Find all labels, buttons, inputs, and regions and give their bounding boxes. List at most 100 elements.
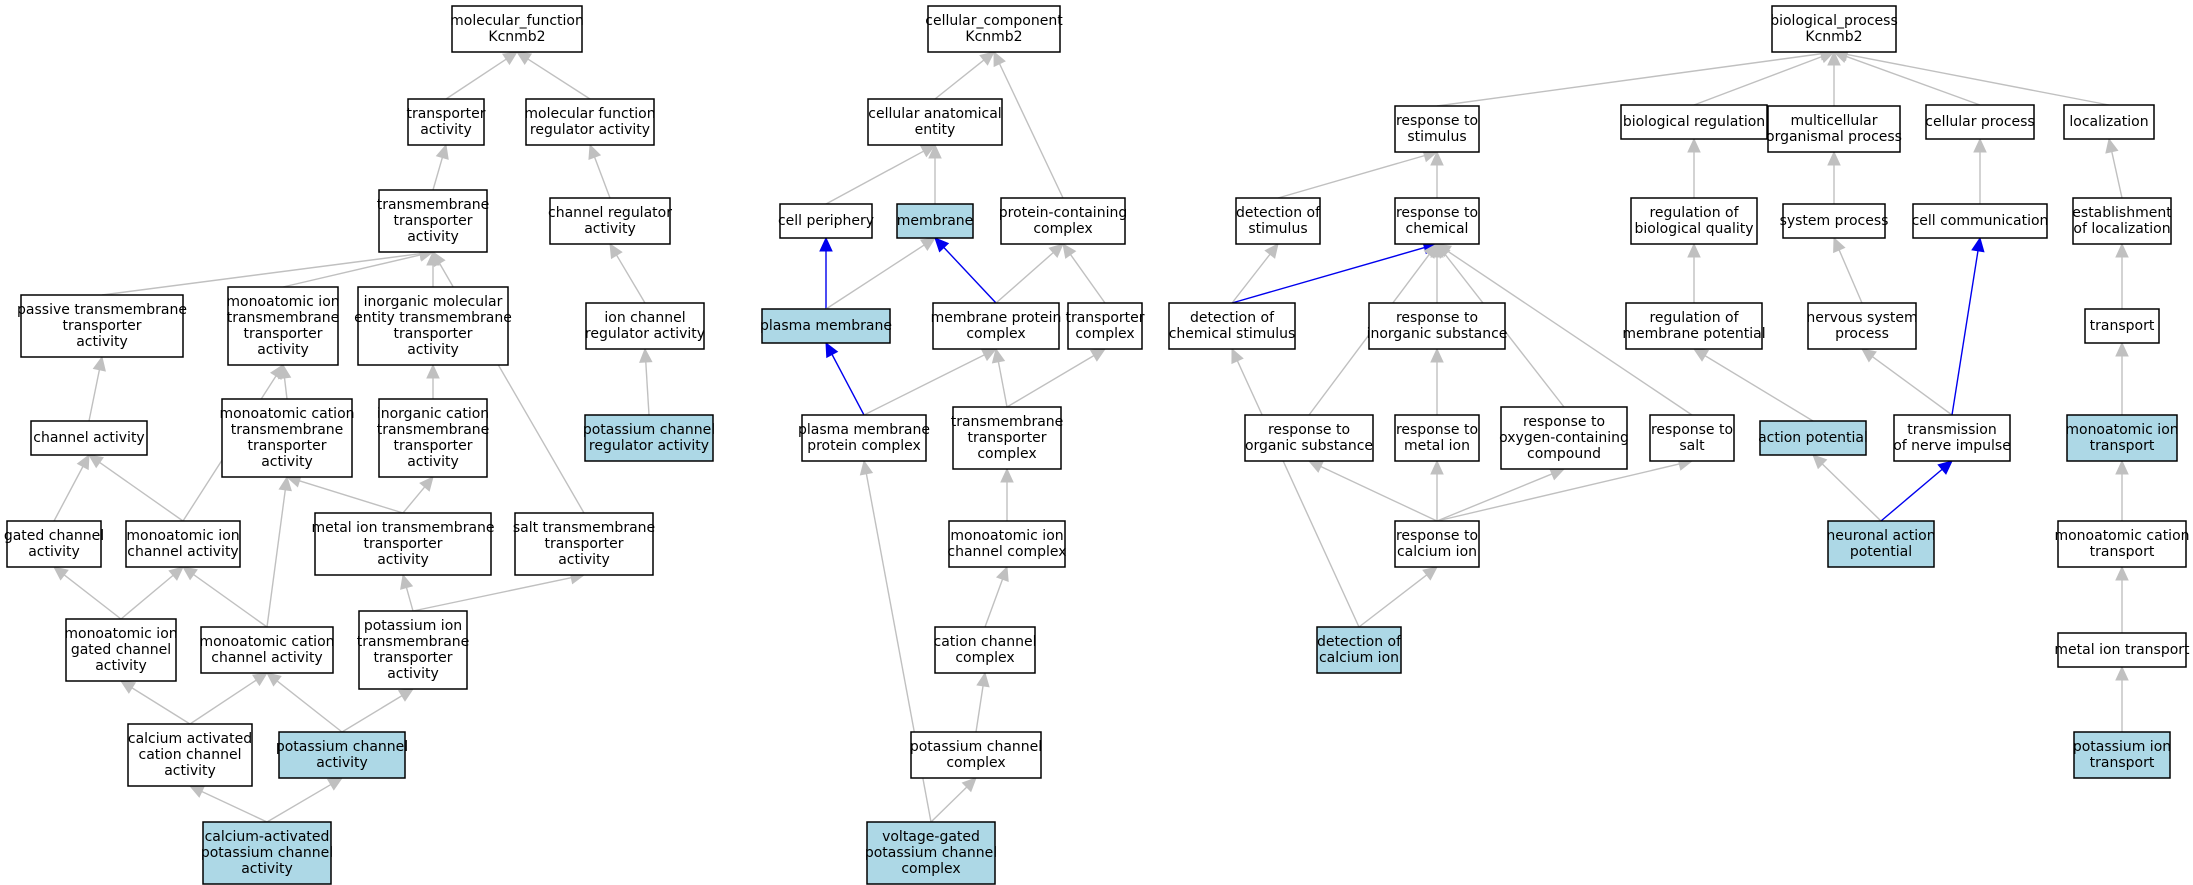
term-node-cellular-process[interactable]: cellular process bbox=[1925, 104, 2035, 140]
term-node-metal-ion-transport[interactable]: metal ion transport bbox=[2054, 632, 2190, 668]
term-node-cell-communication[interactable]: cell communication bbox=[1912, 203, 2049, 239]
term-node-monoatomic-ion-tm-transporter-activity[interactable]: monoatomic iontransmembranetransporterac… bbox=[226, 286, 340, 366]
term-label-line: complex bbox=[1033, 221, 1092, 237]
term-node-potassium-ion-tm-transporter-activity[interactable]: potassium iontransmembranetransporteract… bbox=[357, 610, 470, 690]
term-box bbox=[2072, 197, 2172, 245]
term-box bbox=[867, 98, 1003, 146]
term-node-transport[interactable]: transport bbox=[2084, 308, 2160, 344]
edge bbox=[1231, 241, 1439, 304]
term-node-metal-ion-tm-transporter-activity[interactable]: metal ion transmembranetransporteractivi… bbox=[311, 512, 495, 576]
term-box bbox=[1620, 104, 1768, 140]
term-label-line: complex bbox=[1075, 326, 1134, 342]
term-node-membrane[interactable]: membrane bbox=[896, 203, 974, 239]
term-node-biological-regulation[interactable]: biological regulation bbox=[1620, 104, 1768, 140]
edge bbox=[432, 143, 449, 191]
term-label-line: monoatomic ion bbox=[126, 528, 239, 544]
edge bbox=[1231, 243, 1279, 304]
arrowhead-icon bbox=[859, 459, 874, 476]
term-node-localization[interactable]: localization bbox=[2063, 104, 2155, 140]
term-box bbox=[896, 203, 974, 239]
term-node-system-process[interactable]: system process bbox=[1780, 203, 1889, 239]
arrowhead-icon bbox=[1937, 460, 1953, 475]
edge-line bbox=[943, 246, 997, 304]
term-node-cell-periphery[interactable]: cell periphery bbox=[778, 203, 874, 239]
arrowhead-icon bbox=[515, 51, 533, 66]
term-label-line: cation channel bbox=[934, 634, 1037, 650]
edge bbox=[88, 454, 184, 522]
term-node-channel-activity[interactable]: channel activity bbox=[30, 420, 148, 456]
arrowhead-icon bbox=[168, 566, 184, 581]
edge-line bbox=[299, 480, 404, 514]
arrowhead-icon bbox=[2115, 565, 2129, 581]
arrowhead-icon bbox=[419, 476, 434, 492]
edge-line bbox=[863, 354, 985, 416]
term-node-monoatomic-cation-tm-transporter-activity[interactable]: monoatomic cationtransmembranetransporte… bbox=[219, 398, 355, 478]
term-node-action-potential[interactable]: action potential bbox=[1758, 420, 1868, 456]
term-label-line: multicellular bbox=[1791, 113, 1878, 129]
term-label-line: transporter bbox=[1065, 310, 1144, 326]
term-label-line: channel activity bbox=[127, 544, 238, 560]
term-node-plasma-membrane[interactable]: plasma membrane bbox=[760, 308, 892, 344]
edge bbox=[1436, 243, 1693, 416]
arrowhead-icon bbox=[976, 671, 990, 688]
term-box bbox=[1394, 197, 1480, 245]
term-label-line: complex bbox=[955, 650, 1014, 666]
term-box bbox=[2063, 104, 2155, 140]
edge bbox=[1827, 150, 1841, 204]
arrowhead-icon bbox=[979, 51, 995, 66]
term-label-line: activity bbox=[407, 229, 459, 245]
term-node-inorganic-cation-tm-transporter-activity[interactable]: inorganic cationtransmembranetransporter… bbox=[377, 398, 490, 478]
term-box bbox=[2066, 414, 2178, 462]
